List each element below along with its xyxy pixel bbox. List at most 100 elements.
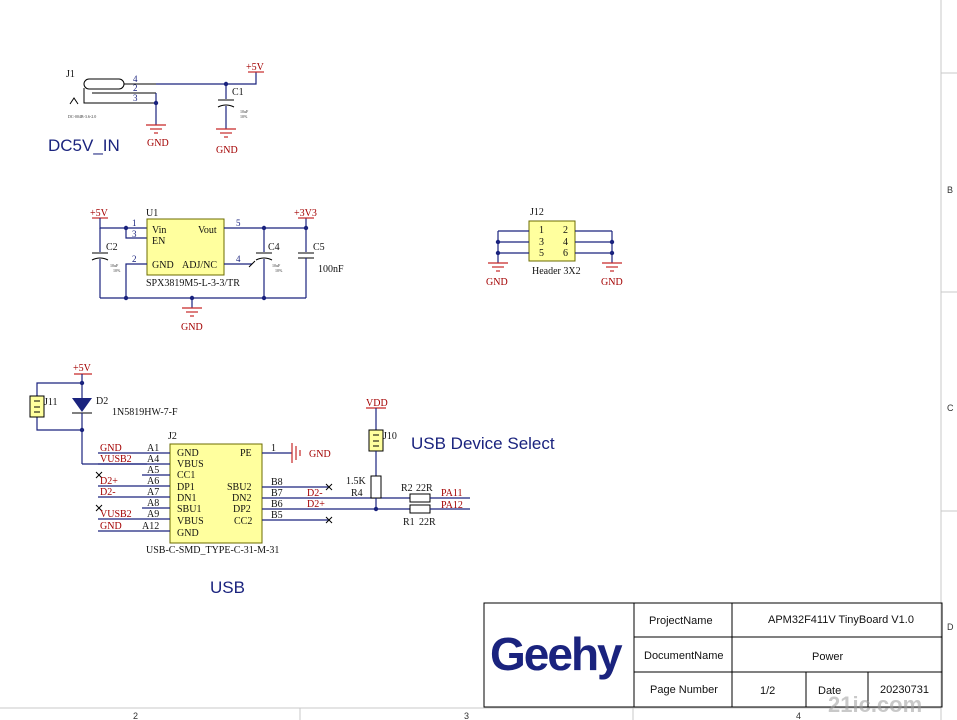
j2-left-pin-name: GND bbox=[177, 448, 199, 459]
j2-left-pin-net: VUSB2 bbox=[100, 454, 132, 465]
u1-pin-3: 3 bbox=[132, 229, 137, 239]
j12-pin-5: 5 bbox=[539, 248, 544, 259]
gnd-label-pe: GND bbox=[309, 449, 331, 460]
u1-ref: U1 bbox=[146, 208, 158, 219]
j2-right-pin-name: PE bbox=[240, 448, 252, 459]
j2-right-pin: DP2 B6 D2+ bbox=[233, 499, 410, 515]
c1-ref: C1 bbox=[232, 87, 244, 98]
c2-value: 10uF bbox=[110, 263, 119, 268]
page-number-value: 1/2 bbox=[760, 685, 775, 697]
j2-right-pin-number: B6 bbox=[271, 499, 283, 510]
net-label-pa11: PA11 bbox=[441, 488, 463, 499]
ground-symbol bbox=[216, 128, 236, 138]
u1-pin-5: 5 bbox=[236, 218, 241, 228]
usb-section: +5V J11 D2 1N5819HW-7-F J2 USB-C-SMD_TYP… bbox=[29, 363, 555, 597]
c4-tolerance: 10% bbox=[275, 268, 283, 273]
r4-ref: R4 bbox=[351, 488, 363, 499]
gnd-label-j12-right: GND bbox=[601, 277, 623, 288]
j2-left-pin-name: VBUS bbox=[177, 459, 204, 470]
r4-resistor bbox=[370, 475, 382, 499]
u1-ldo-regulator bbox=[146, 218, 225, 276]
r1-ref: R1 bbox=[403, 517, 415, 528]
project-name-value: APM32F411V TinyBoard V1.0 bbox=[768, 614, 914, 626]
border-mark-bottom-3: 3 bbox=[464, 711, 469, 720]
j12-pin-4: 4 bbox=[563, 237, 568, 248]
j2-usb-c-connector bbox=[169, 443, 263, 544]
j10-ref: J10 bbox=[383, 431, 397, 442]
net-label-5v-usb: +5V bbox=[73, 363, 92, 374]
d2-ref: D2 bbox=[96, 396, 108, 407]
gnd-label-reg: GND bbox=[181, 322, 203, 333]
gnd-label-j12-left: GND bbox=[486, 277, 508, 288]
c1-value: 10uF bbox=[240, 109, 249, 114]
u1-pin-vout: Vout bbox=[198, 225, 217, 236]
ground-symbol bbox=[602, 262, 622, 272]
ground-symbol bbox=[182, 307, 202, 317]
net-label-3v3: +3V3 bbox=[294, 208, 317, 219]
c4-ref: C4 bbox=[268, 242, 280, 253]
c2-tolerance: 10% bbox=[113, 268, 121, 273]
ground-symbol bbox=[146, 124, 166, 134]
j2-right-pin-number: 1 bbox=[271, 443, 276, 454]
r4-value: 1.5K bbox=[346, 476, 367, 487]
j2-right-pin-name: DN2 bbox=[232, 493, 251, 504]
j2-ref: J2 bbox=[168, 431, 177, 442]
u1-part: SPX3819M5-L-3-3/TR bbox=[146, 278, 240, 289]
j2-left-pin-number: A6 bbox=[147, 476, 159, 487]
j2-left-pin-name: GND bbox=[177, 528, 199, 539]
j2-left-pin-number: A7 bbox=[147, 487, 159, 498]
j1-part: DC-004B-3.6-2.0 bbox=[68, 114, 96, 119]
border-mark-bottom-2: 2 bbox=[133, 711, 138, 720]
j2-left-pin-name: DN1 bbox=[177, 493, 196, 504]
usb-title: USB bbox=[210, 578, 245, 597]
j2-left-pin: GND A12 GND bbox=[98, 521, 199, 539]
gnd-label-j1: GND bbox=[147, 138, 169, 149]
j1-pin-3: 3 bbox=[133, 93, 138, 103]
j2-left-pin: D2- A7 DN1 bbox=[98, 487, 196, 504]
gnd-label-c1: GND bbox=[216, 145, 238, 156]
ground-symbol bbox=[488, 262, 508, 272]
j2-right-pin-name: DP2 bbox=[233, 504, 251, 515]
u1-pin-gnd: GND bbox=[152, 260, 174, 271]
j2-left-pin-number: A12 bbox=[142, 521, 159, 532]
c5-ref: C5 bbox=[313, 242, 325, 253]
r2-value: 22R bbox=[416, 483, 433, 494]
net-label-5v-top: +5V bbox=[246, 62, 265, 73]
j2-right-pin-net: D2+ bbox=[307, 499, 325, 510]
j2-left-pin-net: GND bbox=[100, 443, 122, 454]
j2-left-pin-net: GND bbox=[100, 521, 122, 532]
j1-pin-4: 4 bbox=[133, 74, 138, 84]
net-label-vdd: VDD bbox=[366, 398, 388, 409]
j2-left-pin-name: SBU1 bbox=[177, 504, 201, 515]
u1-pin-1: 1 bbox=[132, 218, 137, 228]
document-name-label: DocumentName bbox=[644, 650, 723, 662]
u1-pin-2: 2 bbox=[132, 254, 137, 264]
j12-pin-2: 2 bbox=[563, 225, 568, 236]
j2-right-pin: CC2 B5 bbox=[234, 510, 333, 527]
j2-right-pin-number: B5 bbox=[271, 510, 283, 521]
j2-left-pin-name: DP1 bbox=[177, 482, 195, 493]
j2-part: USB-C-SMD_TYPE-C-31-M-31 bbox=[146, 545, 279, 556]
j2-right-pin: SBU2 B8 bbox=[227, 477, 333, 493]
border-mark-bottom-4: 4 bbox=[796, 711, 801, 720]
date-label: Date bbox=[818, 685, 841, 697]
j2-left-pin: VUSB2 A4 VBUS bbox=[98, 454, 204, 470]
j2-right-pin: DN2 B7 D2- bbox=[232, 488, 330, 504]
j2-left-pin-name: CC1 bbox=[177, 470, 195, 481]
j2-left-pin-net: D2+ bbox=[100, 476, 118, 487]
j2-left-pin: A8 SBU1 bbox=[95, 498, 201, 515]
date-value: 20230731 bbox=[880, 684, 929, 696]
j2-left-pin: GND A1 GND bbox=[98, 443, 199, 459]
r2-ref: R2 bbox=[401, 483, 413, 494]
u1-pin-en: EN bbox=[152, 236, 165, 247]
j11-ref: J11 bbox=[44, 397, 58, 408]
j1-ref: J1 bbox=[66, 69, 75, 80]
j12-part: Header 3X2 bbox=[532, 266, 581, 277]
j1-pin-2: 2 bbox=[133, 83, 138, 93]
border-mark-right-d: D bbox=[947, 622, 954, 632]
border-mark-right-c: C bbox=[947, 403, 954, 413]
u1-pin-4: 4 bbox=[236, 254, 241, 264]
j2-right-pin-number: B8 bbox=[271, 477, 283, 488]
